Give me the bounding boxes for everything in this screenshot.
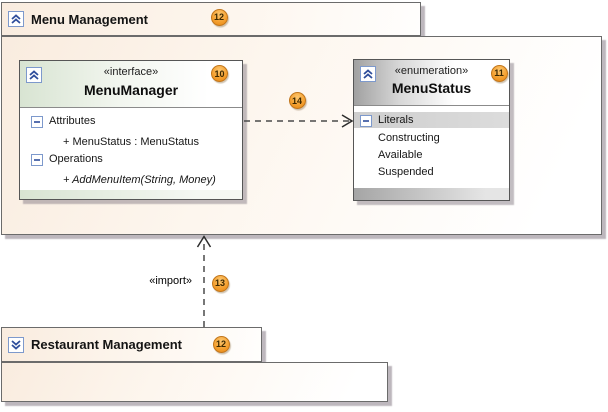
collapse-chevron-up-icon[interactable] [26,67,42,83]
expand-chevron-down-icon[interactable] [8,336,24,353]
import-stereotype-label[interactable]: «import» [149,275,192,287]
class-footer-strip [20,190,242,199]
class-name: MenuManager [83,82,179,98]
package-title: Restaurant Management [31,337,182,352]
work-item-badge[interactable]: 13 [211,274,229,292]
literal-item[interactable]: Constructing [378,132,440,144]
package-tab-menu-management[interactable]: Menu Management [1,2,421,36]
work-item-badge[interactable]: 14 [288,92,306,109]
literals-section-label[interactable]: Literals [378,114,414,126]
package-title: Menu Management [31,11,149,27]
stereotype-label: «interface» [103,66,159,78]
collapse-section-minus-icon[interactable] [360,114,372,127]
collapse-section-minus-icon[interactable] [31,115,43,128]
class-menu-manager[interactable]: «interface» MenuManager Attributes + Men… [19,60,243,200]
collapse-section-minus-icon[interactable] [31,153,43,166]
class-header: «enumeration» MenuStatus [354,60,509,106]
package-body-restaurant-management[interactable] [1,362,388,402]
operations-section-label[interactable]: Operations [49,153,103,165]
operation-item[interactable]: + AddMenuItem(String, Money) [63,174,216,186]
attributes-section-label[interactable]: Attributes [49,115,96,127]
enumeration-menu-status[interactable]: «enumeration» MenuStatus Literals Constr… [353,59,510,201]
work-item-badge[interactable]: 10 [211,65,228,82]
collapse-chevron-up-icon[interactable] [360,66,376,82]
class-header: «interface» MenuManager [20,61,242,108]
stereotype-label: «enumeration» [394,65,469,77]
class-footer-strip [354,188,509,200]
collapse-chevron-up-icon[interactable] [8,11,24,27]
selected-row-highlight [354,112,509,128]
literal-item[interactable]: Available [378,149,423,161]
work-item-badge[interactable]: 11 [490,64,508,82]
literal-item[interactable]: Suspended [378,166,434,178]
work-item-badge[interactable]: 12 [210,8,228,26]
attribute-item[interactable]: + MenuStatus : MenuStatus [63,136,200,148]
class-name: MenuStatus [391,80,472,96]
import-connector-restaurant-to-menu[interactable] [196,235,212,328]
work-item-badge[interactable]: 12 [212,335,230,353]
